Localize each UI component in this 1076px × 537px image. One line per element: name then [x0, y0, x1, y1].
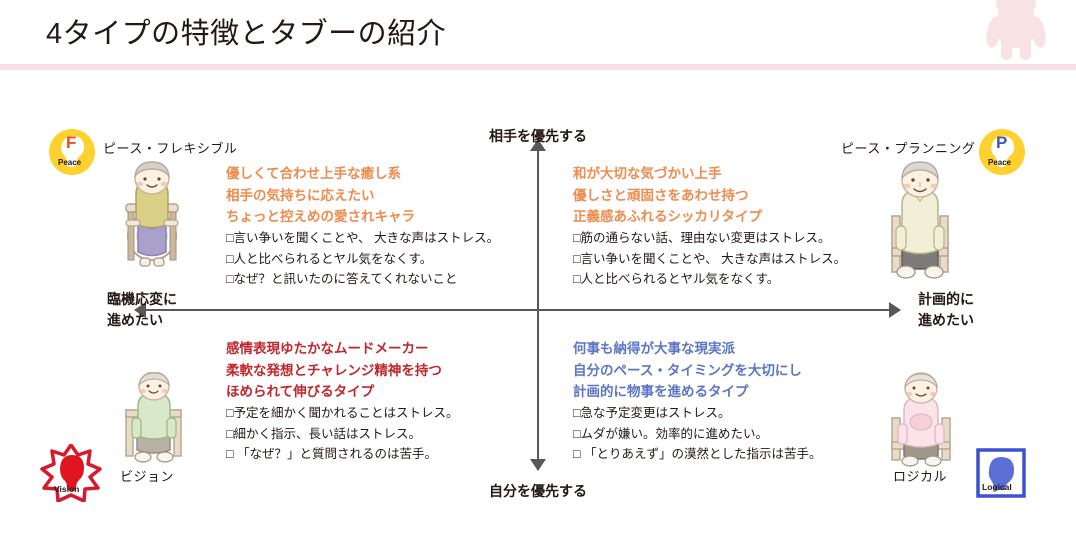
taboo-item: □人と比べられるとヤル気をなくす。: [226, 251, 433, 266]
headline-line: 自分のペース・タイミングを大切にし: [573, 362, 802, 378]
taboo-list-vision: □予定を細かく聞かれることはストレス。 □細かく指示、長い話はストレス。 □ 「…: [226, 403, 459, 465]
bear-mascot-icon: [986, 0, 1046, 60]
headline-line: 柔軟な発想とチャレンジ精神を持つ: [226, 362, 442, 378]
page-title: 4タイプの特徴とタブーの紹介: [46, 18, 447, 50]
taboo-item: □なぜ？と訊いたのに答えてくれないこと: [226, 272, 458, 286]
axis-label-left-line1: 臨機応変に: [107, 291, 177, 307]
axis-label-left-line2: 進めたい: [107, 312, 163, 328]
horizontal-axis-line: [144, 309, 896, 311]
axis-label-left: 臨機応変に 進めたい: [107, 289, 177, 331]
taboo-item: □ 「なぜ？」と質問されるのは苦手。: [226, 447, 438, 461]
badge-logical-icon: [976, 448, 1026, 498]
headline-line: 正義感あふれるシッカリタイプ: [573, 209, 762, 224]
axis-arrow-down-icon: [530, 459, 546, 471]
taboo-item: □ムダが嫌い。効率的に進めたい。: [573, 426, 769, 441]
headline-line: 優しさと頑固さをあわせ持つ: [573, 187, 749, 203]
type-name-peace-flexible: ピース・フレキシブル: [103, 141, 238, 156]
axis-label-right-line1: 計画的に: [918, 291, 974, 307]
headline-peace-flexible: 優しくて合わせ上手な癒し系 相手の気持ちに応えたい ちょっと控えめの愛されキャラ: [226, 163, 415, 228]
headline-vision: 感情表現ゆたかなムードメーカー 柔軟な発想とチャレンジ精神を持つ ほめられて伸び…: [226, 338, 442, 403]
badge-peace-planning-icon: [979, 129, 1025, 175]
slide-header: 4タイプの特徴とタブーの紹介: [0, 0, 1076, 70]
taboo-item: □細かく指示、長い話はストレス。: [226, 426, 422, 441]
type-name-peace-planning: ピース・プランニング: [841, 141, 976, 156]
header-divider: [0, 64, 1076, 70]
axis-arrow-right-icon: [889, 302, 901, 318]
headline-line: 和が大切な気づかい上手: [573, 166, 722, 181]
headline-peace-planning: 和が大切な気づかい上手 優しさと頑固さをあわせ持つ 正義感あふれるシッカリタイプ: [573, 163, 762, 228]
headline-line: 相手の気持ちに応えたい: [226, 187, 375, 203]
headline-line: 何事も納得が大事な現実派: [573, 341, 735, 356]
elderly-man-seated-icon: [891, 161, 949, 279]
taboo-item: □ 「とりあえず」の漠然とした指示は苦手。: [573, 447, 822, 461]
type-name-vision: ビジョン: [120, 469, 175, 484]
taboo-item: □言い争いを聞くことや、 大きな声はストレス。: [226, 231, 500, 245]
taboo-item: □筋の通らない話、理由ない変更はストレス。: [573, 231, 831, 245]
headline-logical: 何事も納得が大事な現実派 自分のペース・タイミングを大切にし 計画的に物事を進め…: [573, 338, 802, 403]
headline-line: 計画的に物事を進めるタイプ: [573, 384, 749, 399]
taboo-item: □急な予定変更はストレス。: [573, 406, 731, 420]
headline-line: 優しくて合わせ上手な癒し系: [226, 166, 402, 181]
axis-arrow-left-icon: [134, 302, 146, 318]
badge-peace-flexible-icon: [49, 129, 95, 175]
taboo-item: □人と比べられるとヤル気をなくす。: [573, 272, 780, 286]
taboo-item: □予定を細かく聞かれることはストレス。: [226, 406, 459, 420]
headline-line: ちょっと控えめの愛されキャラ: [226, 209, 415, 224]
elderly-woman-seated-icon: [891, 372, 951, 467]
badge-vision-icon: [40, 444, 102, 502]
axis-arrow-up-icon: [530, 139, 546, 151]
elderly-man-standing-icon: [125, 372, 182, 463]
elderly-person-in-wheelchair-icon: [125, 161, 179, 267]
taboo-list-peace-planning: □筋の通らない話、理由ない変更はストレス。 □言い争いを聞くことや、 大きな声は…: [573, 228, 846, 290]
taboo-item: □言い争いを聞くことや、 大きな声はストレス。: [573, 251, 847, 266]
type-name-logical: ロジカル: [893, 469, 948, 484]
taboo-list-logical: □急な予定変更はストレス。 □ムダが嫌い。効率的に進めたい。 □ 「とりあえず」…: [573, 403, 822, 465]
headline-line: 感情表現ゆたかなムードメーカー: [226, 341, 429, 356]
axis-label-top: 相手を優先する: [489, 128, 587, 144]
axis-label-right: 計画的に 進めたい: [918, 289, 974, 331]
headline-line: ほめられて伸びるタイプ: [226, 384, 375, 399]
axis-label-right-line2: 進めたい: [918, 312, 974, 328]
taboo-list-peace-flexible: □言い争いを聞くことや、 大きな声はストレス。 □人と比べられるとヤル気をなくす…: [226, 228, 499, 290]
axis-label-bottom: 自分を優先する: [489, 483, 587, 499]
